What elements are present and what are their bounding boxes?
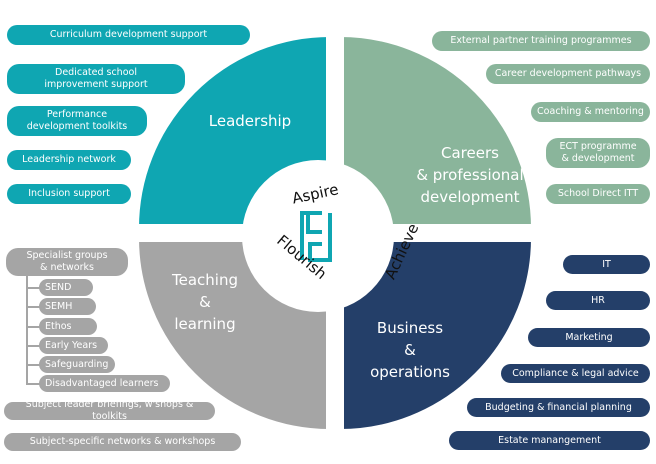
leadership-item: Leadership network <box>7 150 131 170</box>
label-line: & professional <box>416 165 524 184</box>
logo-icon <box>300 211 332 262</box>
business-item: Compliance & legal advice <box>501 364 650 383</box>
business-item: Marketing <box>528 328 650 347</box>
teaching-item: Subject-specific networks & workshops <box>4 433 241 451</box>
label-line: Business <box>376 319 444 337</box>
tree-connector <box>26 275 28 385</box>
label-line: operations <box>370 362 450 381</box>
business-item: Budgeting & financial planning <box>467 398 650 417</box>
teaching-item: Subject leader briefings, w'shops & tool… <box>4 399 215 422</box>
teaching-subitem: Safeguarding <box>39 356 115 373</box>
tree-branch <box>27 287 41 289</box>
tree-branch <box>27 364 41 366</box>
leadership-item: Curriculum development support <box>7 25 250 45</box>
careers-item: Career development pathways <box>486 64 650 84</box>
tree-branch <box>27 345 41 347</box>
business-item: IT <box>563 255 650 274</box>
tree-branch <box>27 326 41 328</box>
careers-label: Careers & professional development <box>400 143 540 208</box>
business-segment <box>336 234 540 438</box>
careers-item: External partner training programmes <box>432 31 650 51</box>
careers-item: School Direct ITT <box>546 184 650 204</box>
teaching-subitem: SEND <box>39 279 93 296</box>
teaching-label: Teaching & learning <box>155 270 255 335</box>
leadership-label: Leadership <box>208 112 292 130</box>
leadership-item: Dedicated school improvement support <box>7 64 185 94</box>
business-item: Estate manangement <box>449 431 650 450</box>
careers-segment <box>336 28 540 232</box>
teaching-group: Specialist groups & networks <box>6 248 128 276</box>
label-line: learning <box>174 314 236 333</box>
label-line: Careers <box>441 144 499 162</box>
label-line: development <box>420 187 520 206</box>
label-line: & <box>404 340 416 359</box>
teaching-subitem: Early Years <box>39 337 108 354</box>
leadership-item: Inclusion support <box>7 184 131 204</box>
label-line: & <box>199 292 211 311</box>
leadership-item: Performance development toolkits <box>7 106 147 136</box>
teaching-subitem: Disadvantaged learners <box>39 375 170 392</box>
careers-item: Coaching & mentoring <box>531 102 650 122</box>
business-label: Business & operations <box>355 318 465 383</box>
teaching-subitem: SEMH <box>39 298 96 315</box>
careers-item: ECT programme & development <box>546 138 650 168</box>
center-circle <box>242 160 394 312</box>
label-line: Teaching <box>172 271 238 289</box>
tree-branch <box>27 306 41 308</box>
teaching-subitem: Ethos <box>39 318 97 335</box>
tree-branch <box>27 383 41 385</box>
business-item: HR <box>546 291 650 310</box>
